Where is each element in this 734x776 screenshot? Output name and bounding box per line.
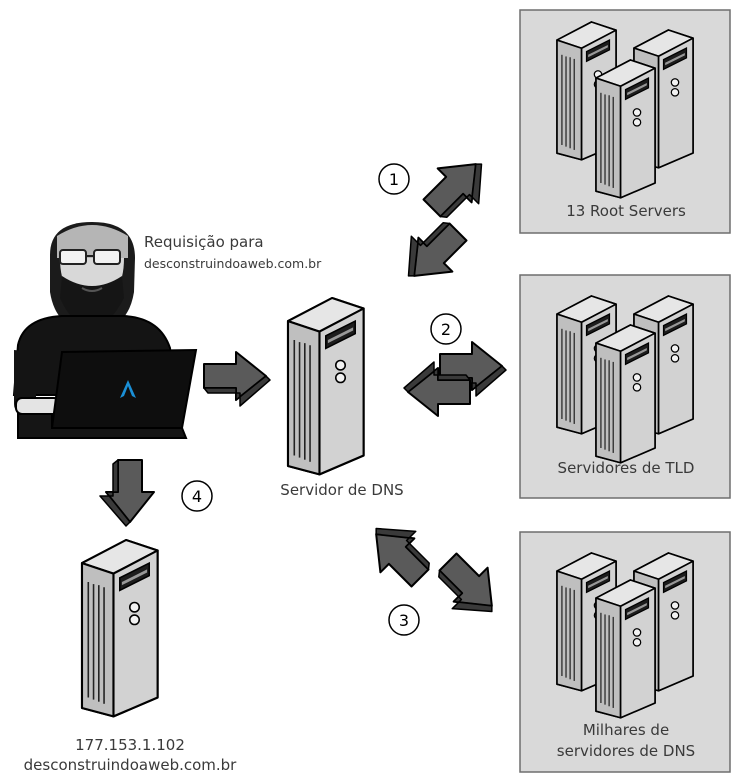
authoritative-servers-label-line1: Milhares de [583, 721, 669, 739]
authoritative-servers-panel: Milhares de servidores de DNS [519, 531, 731, 773]
request-label-line1: Requisição para [144, 233, 264, 251]
arrow-to-dns-server [203, 351, 271, 407]
dns-server-icon [286, 296, 365, 476]
server-tower-icon [595, 59, 656, 199]
laptop-icon [17, 348, 198, 439]
dns-server-label: Servidor de DNS [280, 481, 403, 499]
step-4-badge: 4 [181, 480, 213, 512]
svg-text:3: 3 [399, 611, 409, 630]
server-tower-icon [595, 579, 656, 719]
root-servers-panel: 13 Root Servers [519, 9, 731, 234]
step-3-badge: 3 [388, 604, 420, 636]
tld-servers-panel: Servidores de TLD [519, 274, 731, 499]
arrow-pair-step-2 [403, 341, 507, 417]
tld-servers-label: Servidores de TLD [558, 459, 695, 477]
step-2-badge: 2 [430, 313, 462, 345]
request-label-line2: desconstruindoaweb.com.br [144, 256, 322, 271]
result-ip-label: 177.153.1.102 [75, 736, 185, 754]
user-icon [12, 222, 177, 415]
step-1-badge: 1 [378, 163, 410, 195]
result-server-icon [80, 538, 159, 718]
authoritative-servers-label-line2: servidores de DNS [557, 742, 695, 760]
server-tower-icon [595, 324, 656, 464]
root-servers-label: 13 Root Servers [566, 202, 686, 220]
svg-text:2: 2 [441, 320, 451, 339]
arrow-pair-step-1 [389, 143, 501, 297]
svg-text:1: 1 [389, 170, 399, 189]
arrow-pair-step-3 [355, 509, 513, 631]
svg-text:4: 4 [192, 487, 202, 506]
arch-linux-logo-icon [120, 380, 136, 398]
arrow-to-result-server [99, 459, 155, 527]
result-domain-label: desconstruindoaweb.com.br [24, 756, 238, 774]
